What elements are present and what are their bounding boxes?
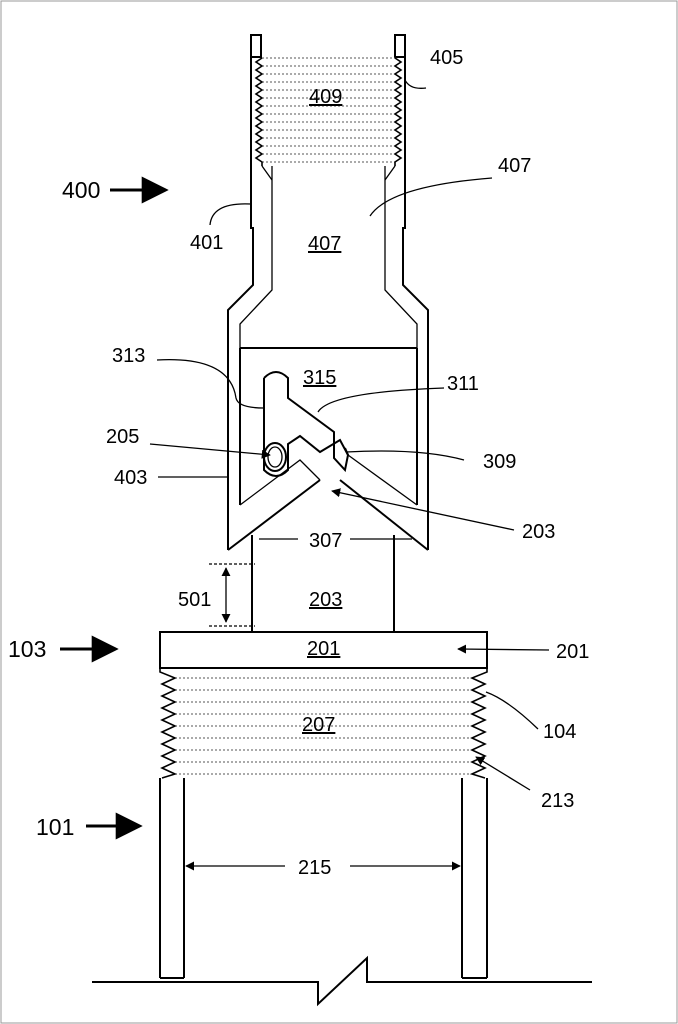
cap-103 <box>159 631 488 779</box>
leader-lines <box>60 79 550 840</box>
label-309: 309 <box>483 451 516 473</box>
container-101 <box>92 778 592 1007</box>
label-103: 103 <box>8 636 46 662</box>
label-403: 403 <box>114 467 147 489</box>
label-215: 215 <box>298 857 331 879</box>
label-407-center: 407 <box>308 233 341 255</box>
label-315: 315 <box>303 367 336 389</box>
label-307: 307 <box>309 530 342 552</box>
label-201-center: 201 <box>307 638 340 660</box>
label-104: 104 <box>543 721 576 743</box>
label-401: 401 <box>190 232 223 254</box>
label-203-stem: 203 <box>309 589 342 611</box>
label-409: 409 <box>309 86 342 108</box>
label-407-upper: 407 <box>498 155 531 177</box>
label-311: 311 <box>447 373 479 395</box>
label-205: 205 <box>106 426 139 448</box>
label-201-right: 201 <box>556 641 589 663</box>
dimension-501 <box>209 563 255 627</box>
adapter-400 <box>227 34 429 551</box>
label-313: 313 <box>112 345 145 367</box>
label-203-arrow: 203 <box>522 521 555 543</box>
label-207: 207 <box>302 714 335 736</box>
stem-203 <box>251 535 395 632</box>
label-501: 501 <box>178 589 211 611</box>
label-213: 213 <box>541 790 574 812</box>
label-400: 400 <box>62 177 100 203</box>
label-101: 101 <box>36 814 74 840</box>
thread-409 <box>254 57 403 166</box>
label-405: 405 <box>430 47 463 69</box>
